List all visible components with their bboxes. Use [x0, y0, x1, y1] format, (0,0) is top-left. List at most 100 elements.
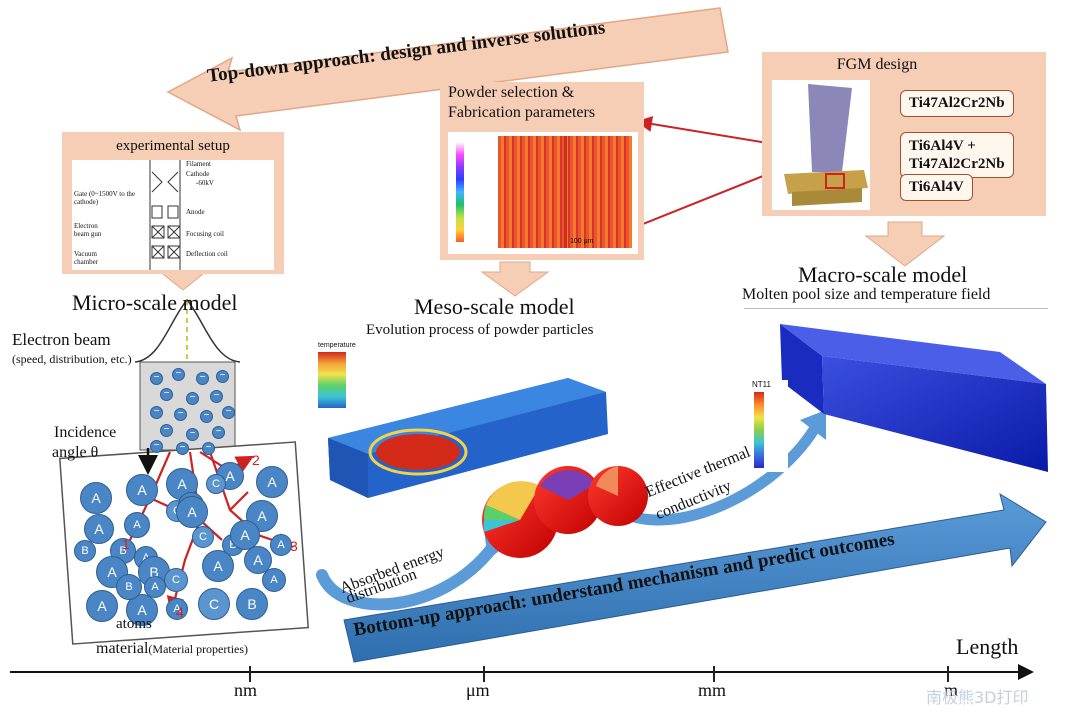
tick-label-um: μm [466, 680, 490, 700]
electron: − [200, 410, 213, 423]
macro-legend-title: NT11 [752, 380, 771, 389]
meso-sim-legend-title: temperature [318, 342, 356, 349]
electron: − [160, 388, 173, 401]
atom: A [176, 496, 208, 528]
tick-nm [249, 666, 251, 682]
atom: C [192, 526, 214, 548]
electron: − [210, 390, 223, 403]
atom: C [164, 568, 188, 592]
macro-temperature-bar [780, 324, 1048, 472]
meso-model-title: Meso-scale model [414, 294, 575, 319]
focusing-coil-label: Focusing coil [186, 230, 224, 238]
voltage-label: -60kV [196, 179, 214, 187]
electron: − [196, 372, 209, 385]
path-number-3: 3 [290, 538, 298, 554]
fgm-label-middle-1: Ti6Al4V + [909, 138, 976, 154]
length-axis-title: Length [956, 634, 1019, 659]
atom: B [116, 574, 142, 600]
anode-label: Anode [186, 208, 205, 216]
electron: − [160, 424, 173, 437]
meso-panel-title-2: Fabrication parameters [448, 104, 596, 121]
atom: A [256, 466, 288, 498]
incidence-label-1: Incidence [54, 424, 117, 441]
electron: − [150, 406, 163, 419]
atom: C [198, 588, 230, 620]
tick-mm [713, 666, 715, 682]
path-number-2: 2 [252, 452, 260, 468]
scale-bar-label: 100 μm [570, 238, 594, 245]
electron: − [212, 426, 225, 439]
powder-map: 100 μm [448, 132, 638, 254]
material-label: material(Material properties) [96, 640, 248, 658]
deflection-coil-label: Deflection coil [186, 250, 228, 258]
atom: A [166, 598, 188, 620]
atom: A [202, 550, 234, 582]
micro-panel-title: experimental setup [116, 138, 230, 154]
electron: − [186, 392, 199, 405]
atom: A [84, 514, 114, 544]
macro-legend: NT11 [748, 380, 788, 472]
meso-panel-title-1: Powder selection & [448, 84, 575, 101]
tick-m [947, 666, 949, 682]
absorbed-energy-flow-arrow [316, 542, 498, 611]
path-number-4: 4 [176, 604, 184, 620]
fgm-label-middle-2: Ti47Al2Cr2Nb [909, 156, 1005, 172]
atom: A [86, 590, 118, 622]
macro-panel: FGM design Ti47Al2Cr2Nb Ti6Al4V + Ti47Al… [762, 52, 1046, 216]
material-label-text: material [96, 640, 149, 657]
watermark: 南极熊3D打印 [926, 688, 1029, 707]
tick-label-nm: nm [234, 680, 258, 700]
path-number-1: 1 [122, 536, 130, 552]
tick-um [483, 666, 485, 682]
fgm-label-middle: Ti6Al4V + Ti47Al2Cr2Nb [900, 132, 1014, 178]
fgm-label-top: Ti47Al2Cr2Nb [900, 90, 1014, 117]
meso-panel: Powder selection & Fabrication parameter… [440, 82, 644, 260]
meso-sim-colorbar [318, 352, 346, 408]
micro-model-title: Micro-scale model [72, 290, 238, 315]
filament-label: Filament [186, 160, 211, 168]
atom: A [262, 568, 286, 592]
gate-label: Gate (0~1500V to the cathode) [74, 190, 136, 206]
macro-down-arrow [864, 221, 946, 267]
electron: − [150, 440, 163, 453]
powder-spheres [482, 466, 648, 558]
macro-panel-title: FGM design [836, 56, 918, 73]
atom: A [230, 520, 260, 550]
powder-map-colorbar [456, 142, 464, 242]
atom: A [126, 474, 158, 506]
fgm-image [772, 80, 870, 210]
tick-label-m: m [944, 680, 959, 700]
tick-label-mm: mm [698, 680, 727, 700]
electron: − [150, 372, 163, 385]
atom: B [74, 540, 96, 562]
atom: A [124, 512, 150, 538]
electron-beam-label: Electron beam [12, 330, 111, 349]
electron: − [172, 368, 185, 381]
macro-legend-colorbar [754, 392, 764, 468]
electron: − [222, 406, 235, 419]
meso-subtitle: Evolution process of powder particles [366, 322, 594, 338]
atom: A [270, 534, 292, 556]
electron: − [176, 442, 189, 455]
macro-subtitle: Molten pool size and temperature field [742, 286, 991, 303]
atom: C [206, 474, 226, 494]
electron: − [186, 428, 199, 441]
atom: A [80, 482, 112, 514]
electron: − [202, 442, 215, 455]
material-sub: (Material properties) [148, 642, 249, 656]
electron-gun-label: Electron beam gun [74, 222, 102, 238]
electron: − [174, 408, 187, 421]
vacuum-chamber-label: Vacuum chamber [74, 250, 99, 266]
atoms-label: atoms [116, 616, 152, 632]
meso-simulation: temperature [318, 342, 618, 508]
setup-schematic: Filament Cathode -60kV Gate (0~1500V to … [72, 160, 274, 270]
atom: B [236, 588, 268, 620]
electron-beam-sub: (speed, distribution, etc.) [12, 352, 132, 366]
bottom-up-arrow [343, 492, 1047, 663]
micro-panel: experimental setup Filament Cathode -60k… [62, 132, 284, 274]
macro-model-title: Macro-scale model [798, 262, 968, 287]
electron: − [216, 370, 229, 383]
atom: A [144, 576, 166, 598]
fgm-label-bottom: Ti6Al4V [900, 174, 973, 201]
cathode-label: Cathode [186, 170, 210, 178]
